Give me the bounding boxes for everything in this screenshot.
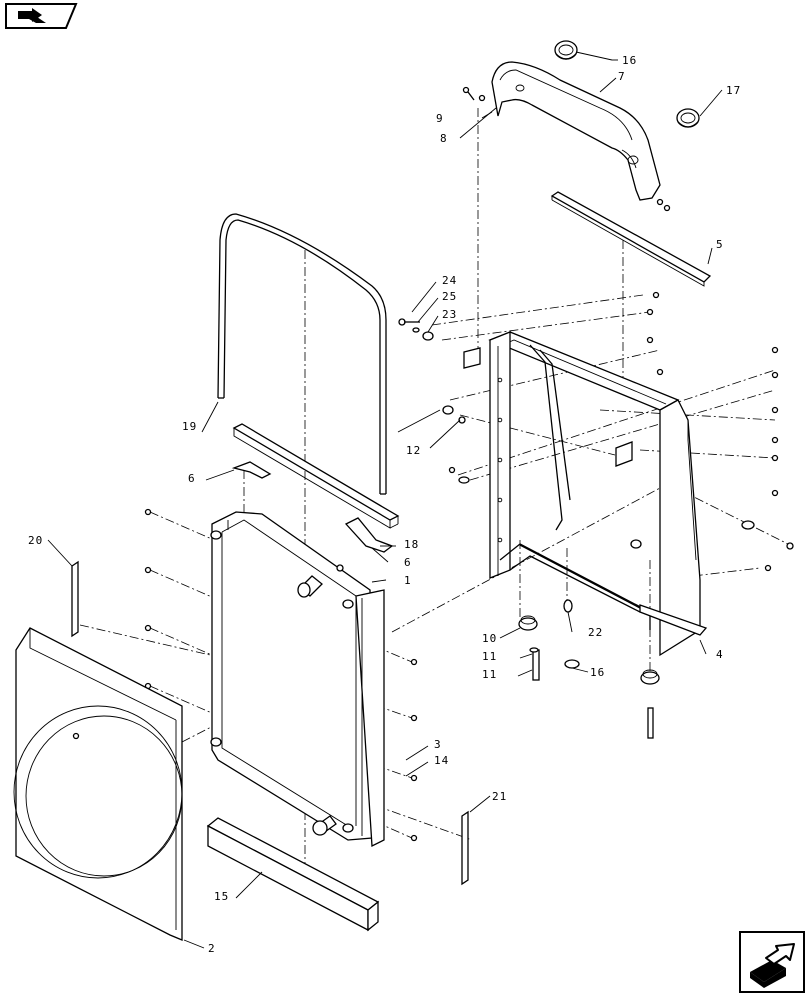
callout-17: 10 (482, 632, 497, 645)
callout-21: 22 (588, 626, 603, 639)
callout-10: 9 (436, 112, 444, 125)
assembly-lines (79, 108, 791, 870)
leader-lines (47, 51, 723, 949)
callout-8: 7 (618, 70, 626, 83)
callout-5: 5 (716, 238, 724, 251)
radiator-bolts (144, 508, 418, 842)
callout-16-right: 21 (492, 790, 507, 803)
part-fan-shroud (13, 627, 183, 941)
previous-page-button[interactable] (4, 2, 78, 30)
callout-13: 15 (214, 890, 229, 903)
callout-19: 12 (406, 444, 421, 457)
callout-2: 2 (208, 942, 216, 955)
callout-1: 1 (404, 574, 412, 587)
part-top-bracket (491, 61, 661, 201)
callout-24: 25 (442, 290, 457, 303)
part-radiator-frame (463, 331, 708, 657)
part-bracket-left (231, 461, 272, 479)
next-page-button[interactable] (738, 930, 806, 994)
part-vertical-strip-right (461, 810, 469, 886)
bolts-top (462, 86, 671, 212)
part-mounts (518, 520, 794, 739)
parallelogram-arrow-icon (5, 3, 78, 29)
callout-6-left: 6 (188, 472, 196, 485)
callout-15: 18 (404, 538, 419, 551)
part-foam-block (206, 817, 380, 932)
part-rubber-seal (217, 213, 387, 495)
part-seal-top (554, 40, 578, 60)
callout-11-top: 16 (622, 54, 637, 67)
part-foam-strip (232, 423, 400, 529)
part-vertical-strip-left (71, 560, 79, 638)
callout-12: 16 (590, 666, 605, 679)
callout-3: 3 (434, 738, 442, 751)
callout-6-right: 6 (404, 556, 412, 569)
callout-11-right: 17 (726, 84, 741, 97)
callout-7: 4 (716, 648, 724, 661)
callout-22: 23 (442, 308, 457, 321)
part-seal-right (676, 108, 700, 128)
callout-labels: 16 7 17 9 8 5 24 25 23 19 12 6 20 18 6 1… (28, 54, 741, 955)
callout-16-left: 20 (28, 534, 43, 547)
callout-18: 11 (482, 668, 497, 681)
callout-4: 14 (434, 754, 449, 767)
part-radiator (210, 511, 385, 848)
next-page-arrow-icon (739, 931, 805, 993)
part-seal-strip (550, 191, 712, 287)
callout-23: 24 (442, 274, 457, 287)
callout-20: 11 (482, 650, 497, 663)
part-bracket-right (344, 517, 394, 553)
callout-14: 19 (182, 420, 197, 433)
callout-9: 8 (440, 132, 448, 145)
